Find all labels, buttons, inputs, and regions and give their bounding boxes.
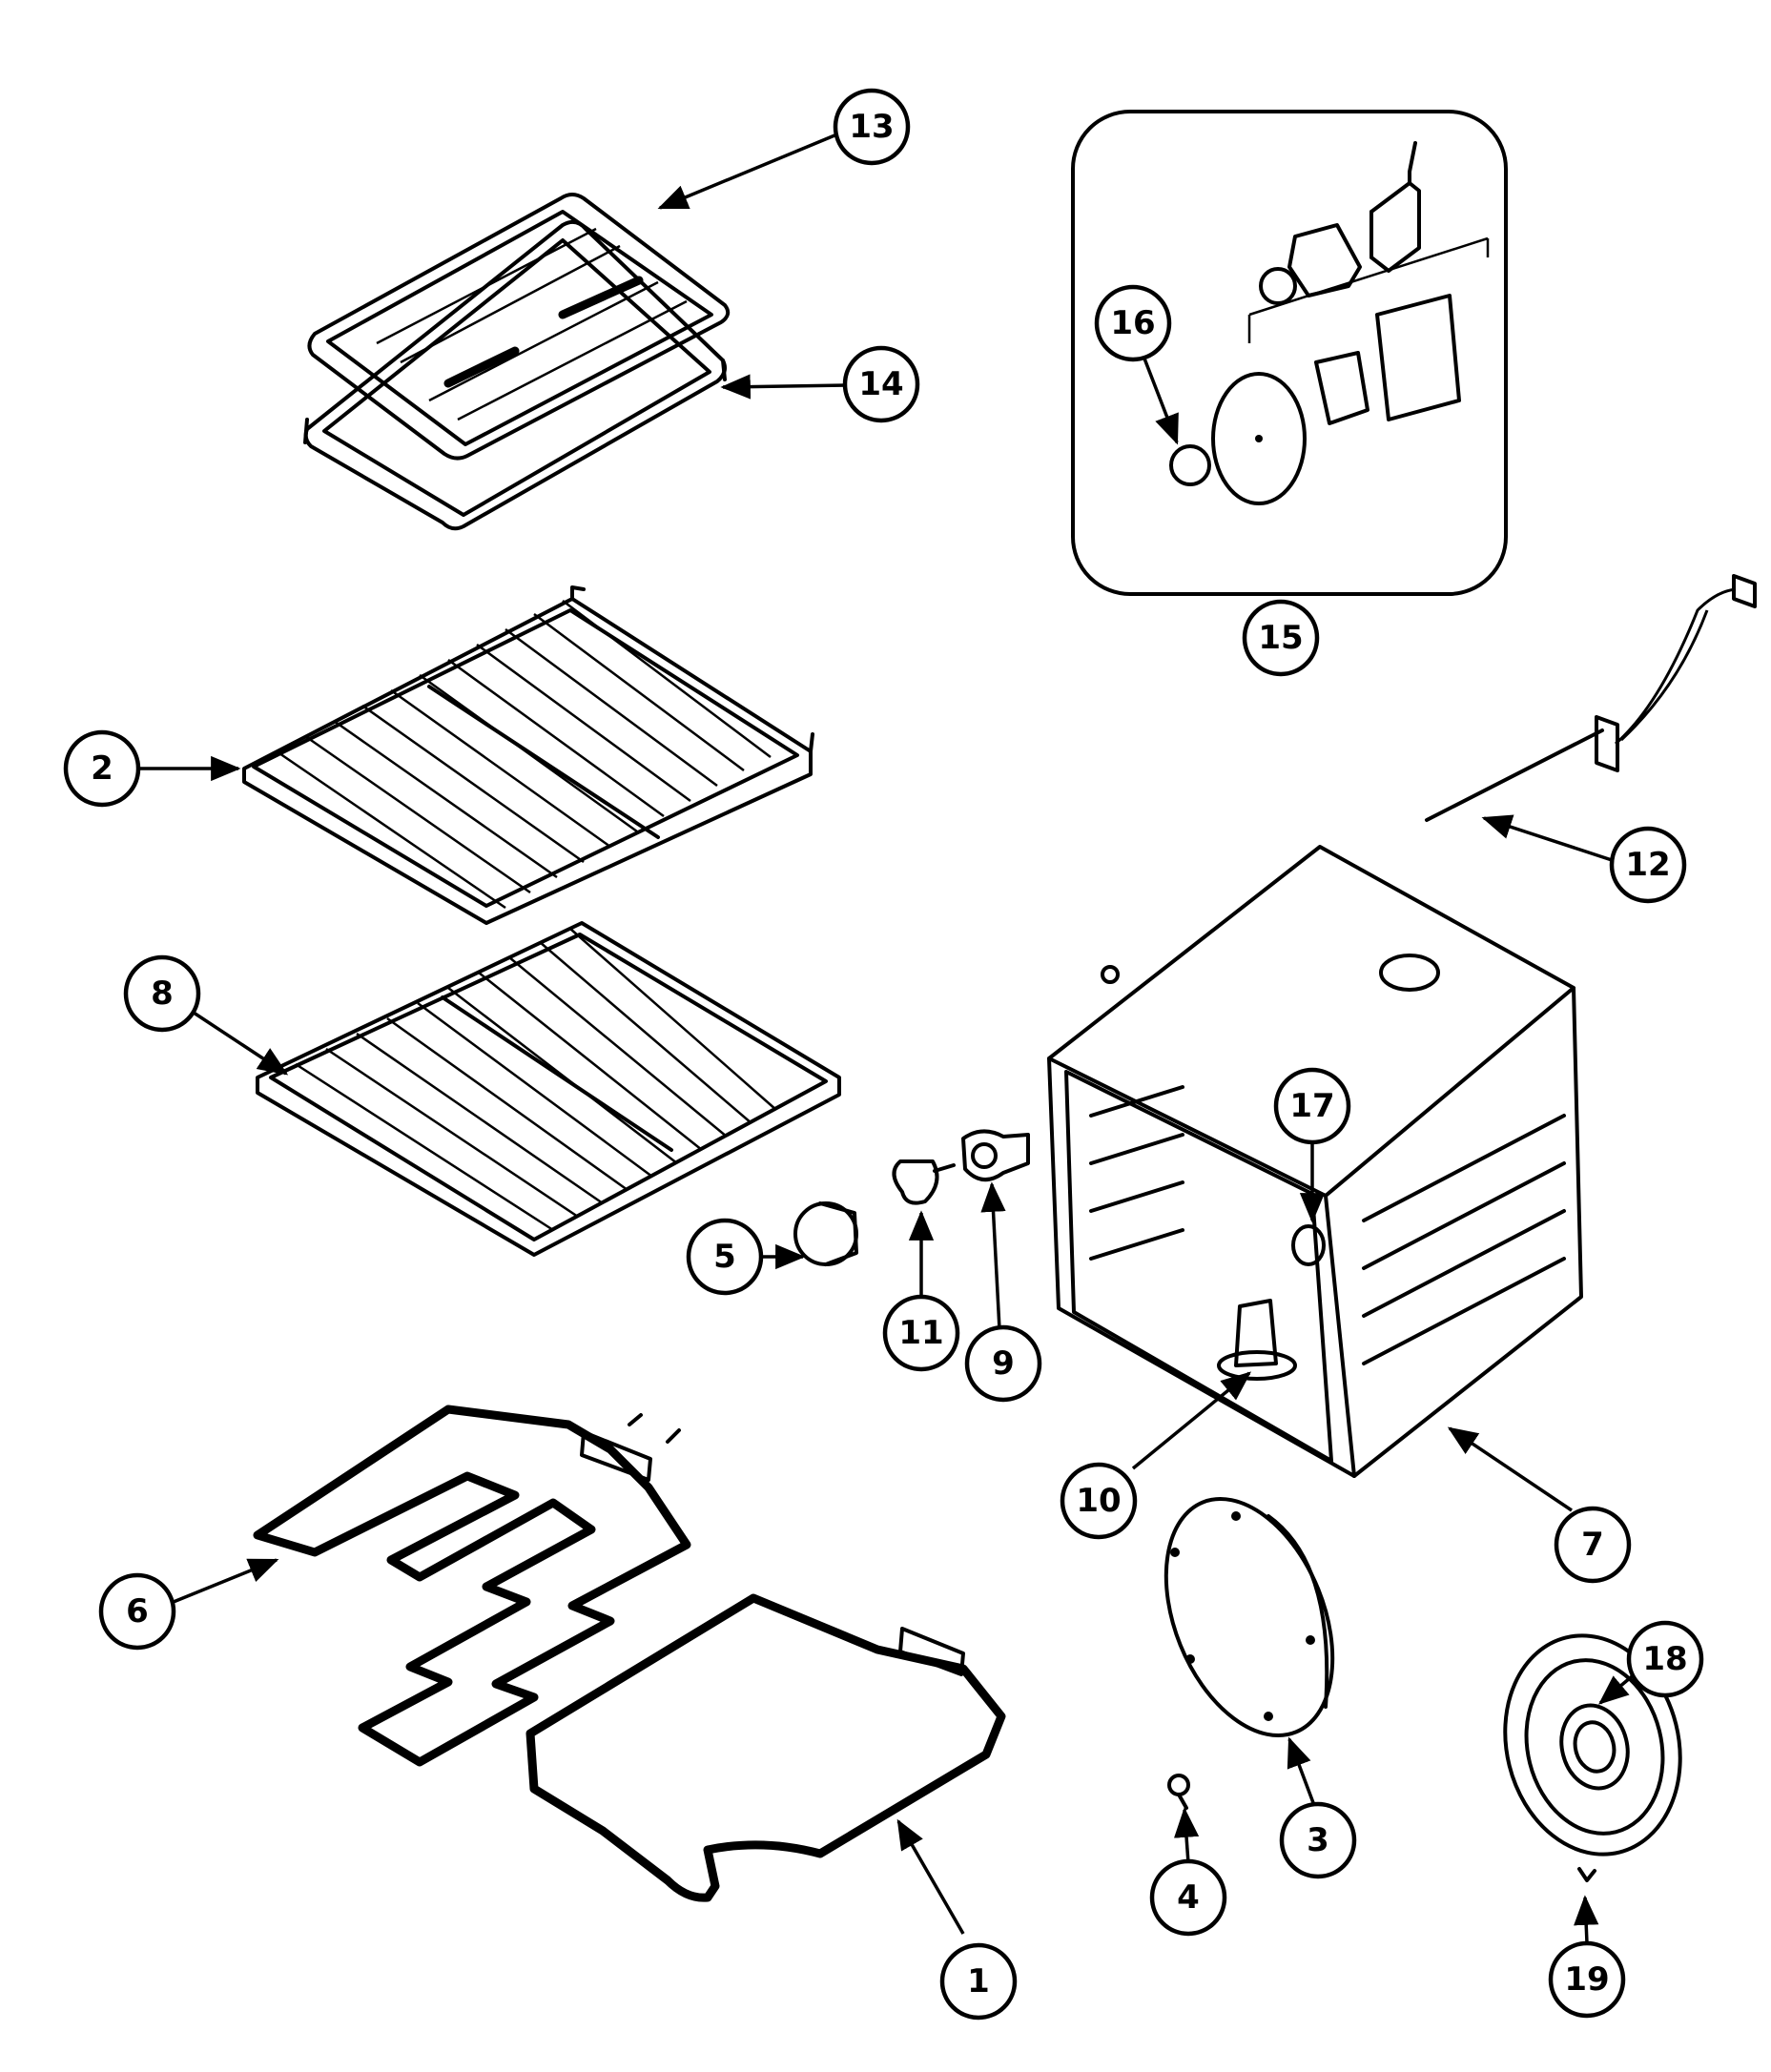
leader-lines bbox=[139, 132, 1638, 1944]
bake-element-drawing bbox=[525, 1593, 1006, 1902]
leader-19 bbox=[1574, 1895, 1599, 1944]
oven-rack-lower-drawing bbox=[256, 921, 841, 1257]
callout-18: 18 bbox=[1626, 1620, 1704, 1698]
callout-7: 7 bbox=[1554, 1506, 1632, 1584]
oven-light-assembly-drawing bbox=[793, 1129, 1030, 1266]
leader-8 bbox=[190, 1009, 289, 1076]
oven-rack-upper-drawing bbox=[242, 585, 814, 925]
callout-label: 6 bbox=[126, 1592, 149, 1631]
callout-label: 8 bbox=[151, 974, 174, 1013]
callout-label: 18 bbox=[1642, 1640, 1687, 1678]
callout-4: 4 bbox=[1149, 1858, 1227, 1937]
leader-18 bbox=[1597, 1671, 1638, 1705]
leader-16 bbox=[1143, 358, 1179, 445]
callout-label: 14 bbox=[858, 365, 903, 403]
burner-cover-drawing bbox=[1503, 1633, 1682, 1882]
leader-12 bbox=[1481, 814, 1613, 862]
callout-10: 10 bbox=[1060, 1462, 1138, 1540]
leader-6 bbox=[163, 1558, 279, 1608]
callout-9: 9 bbox=[964, 1324, 1042, 1403]
leader-14 bbox=[720, 374, 848, 400]
cover-plate-drawing bbox=[1164, 1496, 1335, 1810]
callout-17: 17 bbox=[1273, 1067, 1351, 1145]
convection-fan-kit-inset bbox=[1071, 110, 1508, 596]
callout-label: 11 bbox=[898, 1314, 943, 1352]
callout-label: 16 bbox=[1110, 304, 1155, 342]
callout-15: 15 bbox=[1242, 599, 1320, 677]
callout-6: 6 bbox=[98, 1572, 176, 1651]
callout-label: 15 bbox=[1258, 619, 1303, 657]
callout-label: 13 bbox=[849, 108, 894, 146]
callout-label: 2 bbox=[91, 749, 113, 788]
callout-label: 19 bbox=[1564, 1960, 1609, 1999]
callout-label: 12 bbox=[1625, 846, 1670, 884]
leader-10 bbox=[1131, 1371, 1252, 1470]
callout-14: 14 bbox=[842, 345, 920, 423]
callout-2: 2 bbox=[63, 729, 141, 808]
callout-8: 8 bbox=[123, 954, 201, 1033]
callout-5: 5 bbox=[686, 1218, 764, 1296]
callout-13: 13 bbox=[833, 88, 911, 166]
broiler-pan-drawing bbox=[303, 193, 731, 531]
callout-label: 10 bbox=[1076, 1482, 1121, 1520]
callout-12: 12 bbox=[1609, 826, 1687, 904]
callout-11: 11 bbox=[882, 1294, 960, 1372]
callout-label: 9 bbox=[992, 1344, 1015, 1383]
callout-label: 5 bbox=[713, 1238, 736, 1276]
leader-9 bbox=[980, 1181, 1006, 1330]
callout-label: 1 bbox=[967, 1962, 990, 2000]
leader-1 bbox=[896, 1818, 965, 1935]
callout-16: 16 bbox=[1094, 284, 1172, 362]
broil-element-drawing bbox=[253, 1405, 691, 1767]
callout-label: 4 bbox=[1177, 1878, 1200, 1917]
callout-label: 3 bbox=[1307, 1821, 1329, 1859]
callout-1: 1 bbox=[939, 1942, 1018, 2021]
leader-7 bbox=[1447, 1426, 1573, 1512]
broiler-insert-slots bbox=[376, 227, 688, 421]
oven-sensor-drawing bbox=[1425, 574, 1757, 822]
leader-13 bbox=[657, 132, 840, 210]
callout-19: 19 bbox=[1548, 1940, 1626, 2019]
callout-label: 17 bbox=[1289, 1087, 1334, 1125]
leader-4 bbox=[1173, 1807, 1200, 1864]
callout-3: 3 bbox=[1279, 1801, 1357, 1879]
oven-cavity-drawing bbox=[1047, 845, 1583, 1478]
callout-label: 7 bbox=[1581, 1526, 1604, 1564]
